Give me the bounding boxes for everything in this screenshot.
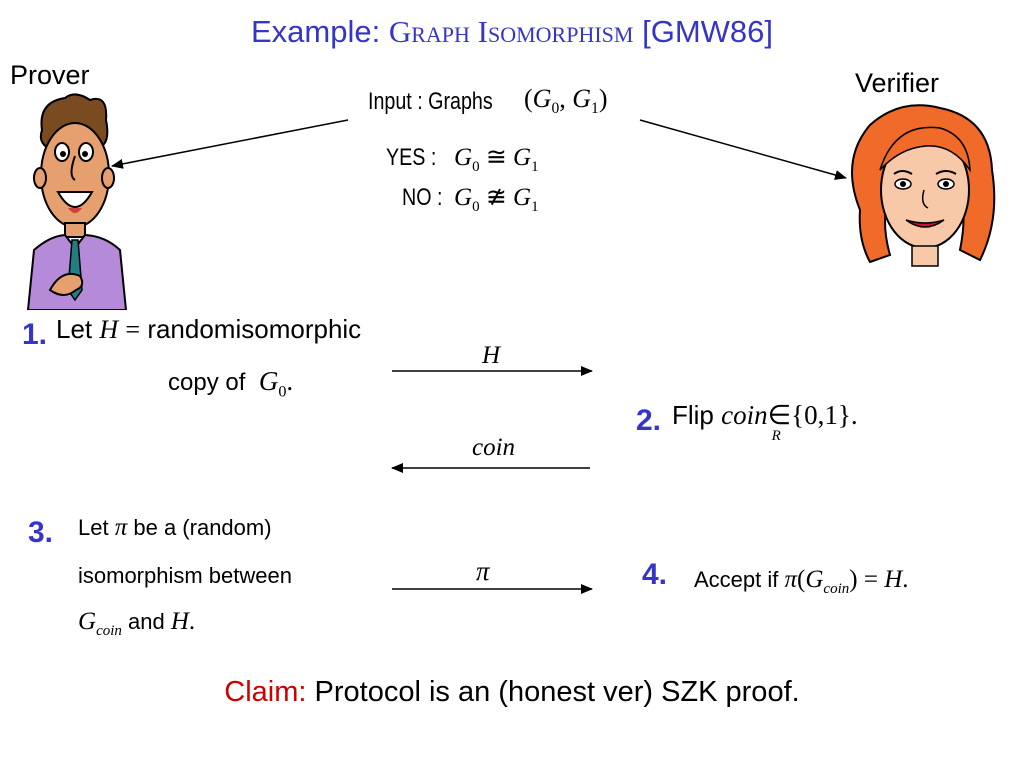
- message-coin-label: coin: [472, 434, 516, 461]
- step-4-text: Accept if π(Gcoin) = H.: [694, 566, 909, 597]
- step-3-number: 3.: [28, 516, 54, 549]
- slide-title: Example: Graph Isomorphism [GMW86]: [251, 14, 773, 49]
- problem-name: Graph Isomorphism: [388, 14, 634, 49]
- claim-text: Protocol is an (honest ver) SZK proof.: [306, 676, 800, 708]
- step-1-line-1: Let H = randomisomorphic: [56, 314, 362, 344]
- step-2-number: 2.: [636, 404, 662, 437]
- message-h-label: H: [482, 342, 501, 369]
- step-3-line-1: Let π be a (random): [78, 514, 272, 541]
- input-to-verifier-arrow: [639, 119, 847, 180]
- prover-cartoon-man-icon: [26, 93, 128, 310]
- no-case: NO :: [402, 184, 443, 211]
- input-definition: Input : Graphs: [368, 88, 493, 115]
- step-2-text: Flip coin∈R{0,1}.: [672, 400, 858, 444]
- message-pi-label: π: [476, 556, 490, 586]
- yes-case: YES :: [386, 144, 437, 171]
- no-relation: G0 ≇ G1: [454, 184, 539, 215]
- prover-label: Prover: [10, 60, 90, 90]
- claim-label: Claim:: [224, 676, 307, 708]
- step-3-line-2: isomorphism between: [78, 563, 292, 588]
- verifier-cartoon-woman-icon: [851, 104, 996, 267]
- step-1-line-2: copy of G0.: [168, 366, 294, 401]
- claim-statement: Claim: Protocol is an (honest ver) SZK p…: [0, 676, 1024, 709]
- step-3-line-3: Gcoin and H.: [78, 608, 196, 639]
- step-4-number: 4.: [642, 558, 668, 591]
- input-to-prover-arrow: [111, 119, 349, 169]
- verifier-label: Verifier: [855, 68, 940, 98]
- yes-relation: G0 ≅ G1: [454, 144, 539, 175]
- input-graphs: (G0, G1): [524, 84, 608, 118]
- step-1-number: 1.: [22, 318, 48, 351]
